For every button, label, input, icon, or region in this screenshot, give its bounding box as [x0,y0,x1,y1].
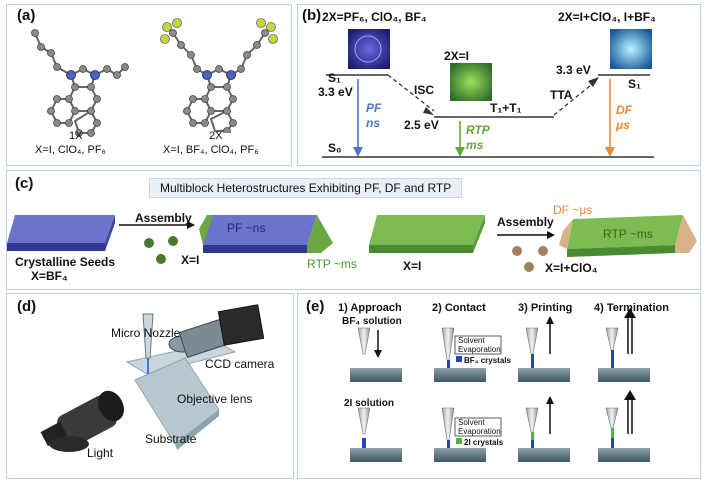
micro-nozzle-label: Micro Nozzle [111,326,181,340]
df-label: DF [616,103,632,117]
ccd-camera-label: CCD camera [205,357,275,371]
assembly-label-2: Assembly [497,215,554,229]
evaporation-label-2: Evaporation [458,427,501,436]
evaporation-label-1: Evaporation [458,345,501,354]
molecule-1x-formula: X=I, ClO₄, PF₆ [35,144,106,156]
t1-level-label: T₁+T₁ [490,101,522,115]
substrate-label: Substrate [145,432,197,446]
photo-blue-crystal [348,29,390,69]
seeds-label-line1: Crystalline Seeds [15,255,116,269]
df-time: μs [616,118,630,132]
rtp-block-label: RTP ~ms [603,227,653,241]
molecule-1x-name: 1X [69,130,83,142]
panel-e-label: (e) [306,298,325,315]
seeds-label-line2: X=BF₄ [31,269,68,283]
panel-c-banner: Multiblock Heterostructures Exhibiting P… [149,178,463,198]
printing-steps-diagram [350,308,650,462]
solvent-label-1: Solvent [458,336,485,345]
title-rtp-group: 2X=I [444,49,470,63]
s1-right-label: S₁ [628,77,641,91]
objective-lens-label: Objective lens [177,392,253,406]
photo-cyan-crystal [610,29,652,69]
multiblock-diagram [7,215,697,272]
s0-label: S₀ [328,141,342,155]
tta-label: TTA [550,88,573,102]
molecule-1x-structure [31,29,129,137]
panel-b-label: (b) [302,7,322,24]
t1-energy: 2.5 eV [404,118,439,132]
molecule-2x-name: 2X [209,130,223,142]
pf-label: PF [366,101,382,115]
panel-d: (d) Micro Nozzle CCD camera Objective le… [6,293,294,479]
assembly-label-1: Assembly [135,211,192,225]
energy-level-diagram [322,74,654,158]
bf4-crystals-label: BF₄ crystals [464,356,511,365]
panel-a-label: (a) [17,7,36,24]
molecule-2x-formula: X=I, BF₄, ClO₄, PF₆ [163,144,259,156]
printing-setup-illustration [40,304,265,452]
df-block-label: DF ~μs [553,203,593,217]
bf4-solution-label: BF₄ solution [342,316,402,327]
i-crystals-label: 2I crystals [464,438,504,447]
panel-a: (a) 1X X=I, ClO₄, PF₆ [6,4,292,166]
step-printing: 3) Printing [518,302,573,314]
panel-d-label: (d) [17,298,37,315]
s1-left-energy: 3.3 eV [318,85,353,99]
step-approach: 1) Approach [338,302,402,314]
dots2-label: X=I+ClO₄ [545,261,598,275]
step-contact: 2) Contact [432,302,486,314]
panel-e: (e) 1) Approach 2) Contact 3) Printing 4… [297,293,701,479]
dots1-label: X=I [181,253,200,267]
panel-c-label: (c) [15,175,34,192]
panel-b: (b) 2X=PF₆, ClO₄, BF₄ 2X=I 2X=I+ClO₄, I+… [297,4,701,166]
pf-time: ns [366,116,381,130]
molecule-2x-structure [160,18,278,133]
rtp-time: ms [466,138,484,152]
step-termination: 4) Termination [594,302,669,314]
rtp-label-c: RTP ~ms [307,257,357,271]
i-solution-label: 2I solution [344,398,394,409]
rtp-label: RTP [466,123,490,137]
isc-label: ISC [414,83,435,97]
light-label: Light [87,446,114,460]
s1-left-label: S₁ [328,71,341,85]
title-pf-group: 2X=PF₆, ClO₄, BF₄ [322,10,427,24]
panel-c: (c) Multiblock Heterostructures Exhibiti… [6,170,701,290]
photo-green-crystal [450,63,492,101]
title-df-group: 2X=I+ClO₄, I+BF₄ [558,10,656,24]
middle-block-label: X=I [403,259,422,273]
solvent-label-2: Solvent [458,418,485,427]
s1-right-energy: 3.3 eV [556,63,591,77]
pf-block-label: PF ~ns [227,221,266,235]
